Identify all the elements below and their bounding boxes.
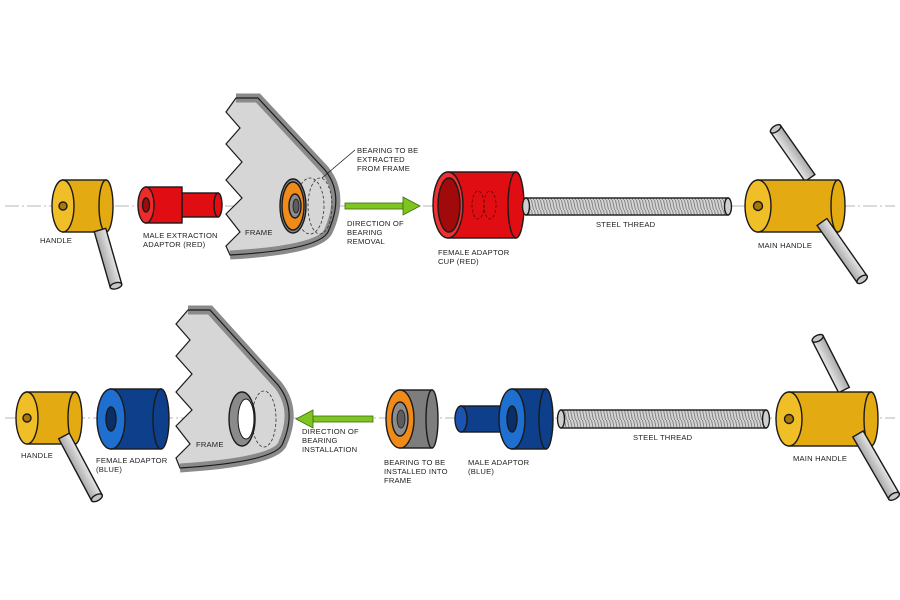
bearing-extract-label-2: EXTRACTED <box>357 155 405 164</box>
removal-direction-label-3: REMOVAL <box>347 237 385 246</box>
installation-assembly: HANDLE FEMALE ADAPTOR (BLUE) FRAME DIREC… <box>5 305 900 503</box>
installation-frame-label: FRAME <box>196 440 224 449</box>
bearing-install-label-2: INSTALLED INTO <box>384 467 448 476</box>
installation-main-handle <box>775 333 900 502</box>
male-adaptor-label-2: ADAPTOR (RED) <box>143 240 206 249</box>
removal-assembly: HANDLE MALE EXTRACTION ADAPTOR (RED) FRA… <box>5 93 895 290</box>
bearing-install-label-3: FRAME <box>384 476 412 485</box>
female-adaptor-cup-red <box>432 171 525 239</box>
female-adaptor-blue <box>96 388 170 450</box>
install-direction-label-1: DIRECTION OF <box>302 427 359 436</box>
removal-direction-label-2: BEARING <box>347 228 383 237</box>
removal-frame-label: FRAME <box>245 228 273 237</box>
removal-handle <box>51 179 123 290</box>
installation-steel-thread <box>556 409 771 429</box>
bearing-extract-label-3: FROM FRAME <box>357 164 410 173</box>
male-adaptor-label-1: MALE EXTRACTION <box>143 231 218 240</box>
removal-main-handle <box>744 123 869 285</box>
removal-main-handle-label: MAIN HANDLE <box>758 241 812 250</box>
female-adaptor-label-2: (BLUE) <box>96 465 122 474</box>
male-extraction-adaptor-red <box>137 186 223 224</box>
male-adaptor-blue-label-1: MALE ADAPTOR <box>468 458 530 467</box>
installation-main-handle-label: MAIN HANDLE <box>793 454 847 463</box>
installation-frame <box>175 305 294 473</box>
removal-thread-label: STEEL THREAD <box>596 220 656 229</box>
female-adaptor-label-1: FEMALE ADAPTOR <box>96 456 168 465</box>
install-direction-label-3: INSTALLATION <box>302 445 357 454</box>
bearing-install-label-1: BEARING TO BE <box>384 458 445 467</box>
bearing-to-install <box>385 389 439 449</box>
male-adaptor-blue-label-2: (BLUE) <box>468 467 494 476</box>
installation-direction-arrow <box>295 409 374 429</box>
installation-handle <box>15 391 104 503</box>
removal-frame <box>225 93 356 260</box>
female-cup-label-2: CUP (RED) <box>438 257 479 266</box>
install-direction-label-2: BEARING <box>302 436 338 445</box>
bearing-extract-label-1: BEARING TO BE <box>357 146 418 155</box>
removal-steel-thread <box>521 197 733 216</box>
male-adaptor-blue <box>454 388 554 450</box>
removal-direction-arrow <box>344 196 421 216</box>
installation-handle-label: HANDLE <box>21 451 53 460</box>
female-cup-label-1: FEMALE ADAPTOR <box>438 248 510 257</box>
removal-direction-label-1: DIRECTION OF <box>347 219 404 228</box>
removal-handle-label: HANDLE <box>40 236 72 245</box>
installation-thread-label: STEEL THREAD <box>633 433 693 442</box>
